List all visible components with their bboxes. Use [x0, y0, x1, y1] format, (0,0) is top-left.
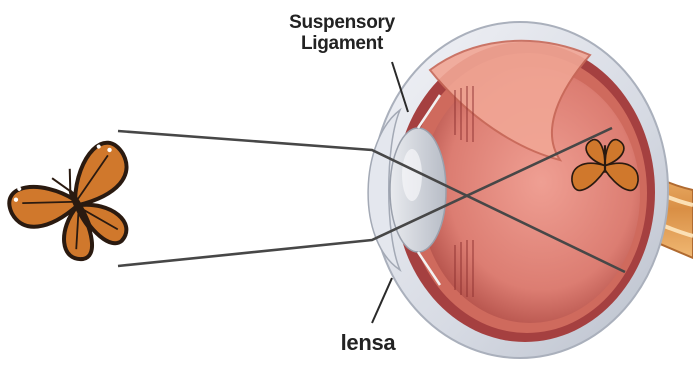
suspensory-label-line1: Suspensory	[289, 12, 395, 33]
lens-label: lensa	[318, 330, 418, 356]
butterfly-icon	[2, 136, 158, 280]
suspensory-ligament-label: Suspensory Ligament	[262, 12, 422, 54]
lens	[390, 128, 446, 252]
suspensory-label-line2: Ligament	[301, 33, 383, 54]
